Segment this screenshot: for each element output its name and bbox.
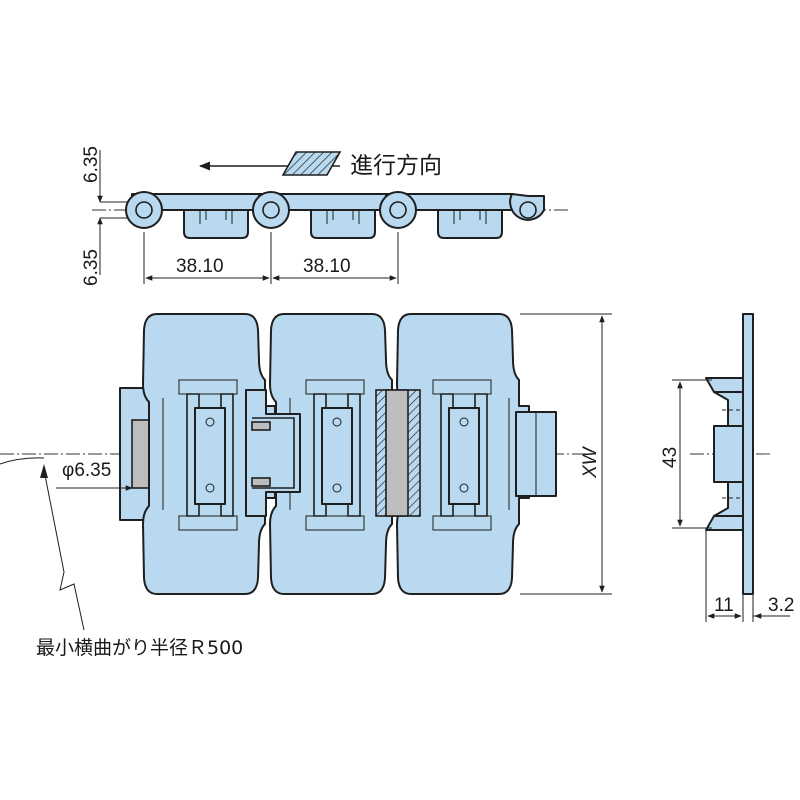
side-dim-a-label: 11 — [714, 595, 734, 616]
radius-leader: 最小横曲がり半径Ｒ500 — [0, 457, 243, 659]
pitch-right-label: 38.10 — [303, 256, 351, 277]
side-height-label: 43 — [660, 447, 681, 468]
side-dim-b-label: 3.2 — [768, 595, 794, 616]
direction-label: 進行方向 — [350, 153, 442, 179]
pitch-dimensions: 38.10 38.10 — [143, 232, 399, 284]
height-dimensions: 6.35 6.35 — [81, 146, 128, 286]
min-radius-label: 最小横曲がり半径Ｒ500 — [36, 637, 243, 659]
top-view: 進行方向 6.35 6.35 — [81, 146, 570, 286]
plan-view: φ6.35 XW 最小横曲がり半径Ｒ500 — [0, 313, 612, 659]
top-knuckles — [125, 191, 545, 229]
width-dimension: XW — [520, 313, 612, 595]
pin-diameter-label: φ6.35 — [62, 460, 111, 481]
width-symbol-label: XW — [580, 445, 601, 479]
direction-hatch-icon — [281, 151, 342, 176]
pitch-left-label: 38.10 — [176, 256, 224, 277]
height-bottom-label: 6.35 — [81, 249, 102, 286]
link-pins — [245, 389, 557, 517]
height-top-label: 6.35 — [81, 146, 102, 183]
side-view: 43 11 3.2 — [660, 313, 794, 622]
